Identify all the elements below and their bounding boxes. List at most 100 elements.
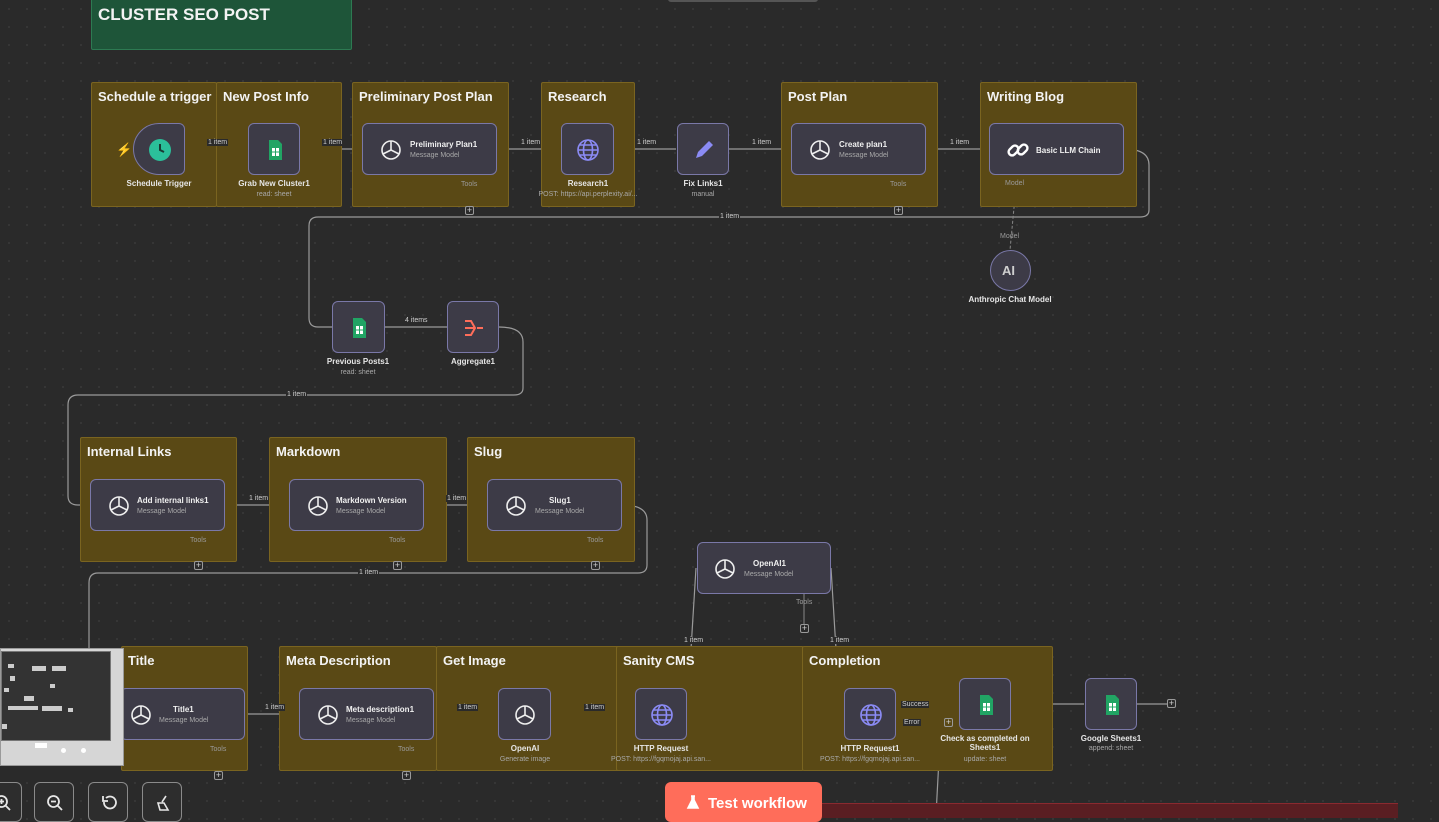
model-label: Model <box>1000 233 1020 240</box>
connection-label: 1 item <box>719 213 741 220</box>
add-node-button[interactable]: + <box>944 717 953 727</box>
check-completed-node[interactable] <box>959 678 1011 730</box>
zoom-out-button[interactable] <box>34 782 74 822</box>
openai-icon <box>515 705 535 725</box>
node-title: Basic LLM Chain <box>1036 146 1101 155</box>
openai-generate-image-node[interactable] <box>498 688 551 740</box>
openai1-node[interactable]: OpenAI1 Message Model <box>697 542 831 594</box>
title1-node[interactable]: Title1 Message Model <box>120 688 245 740</box>
node-title: Create plan1 <box>839 140 888 149</box>
link-icon <box>1007 143 1029 157</box>
fix-links-node[interactable] <box>677 123 729 175</box>
openai-icon <box>318 705 338 725</box>
grab-cluster-node[interactable] <box>248 123 300 175</box>
schedule-trigger-node[interactable] <box>133 123 185 175</box>
meta-description-node[interactable]: Meta description1 Message Model <box>299 688 434 740</box>
flask-icon <box>686 795 700 809</box>
openai-icon <box>109 496 129 516</box>
sheets-icon <box>269 140 282 160</box>
minimap-node <box>42 706 62 711</box>
add-tool-button[interactable]: + <box>402 770 411 780</box>
previous-posts-node[interactable] <box>332 301 385 353</box>
connection-label: 1 item <box>207 139 229 146</box>
node-title: Research1 <box>567 179 609 188</box>
node-subtitle: Message Model <box>346 717 396 724</box>
test-workflow-button[interactable]: Test workflow <box>665 782 822 822</box>
minimap-node <box>68 708 73 712</box>
node-subtitle: manual <box>691 191 715 198</box>
sticky-cluster-seo-post[interactable]: CLUSTER SEO POST <box>91 0 352 50</box>
markdown-version-node[interactable]: Markdown Version Message Model <box>289 479 424 531</box>
minimap-viewport[interactable] <box>1 651 111 741</box>
node-title: Aggregate1 <box>450 357 495 366</box>
add-tool-button[interactable]: + <box>393 560 402 570</box>
sticky-completion[interactable]: Completion <box>802 646 1053 771</box>
top-handle[interactable] <box>668 0 818 2</box>
google-sheets1-node[interactable] <box>1085 678 1137 730</box>
test-workflow-label: Test workflow <box>708 795 807 812</box>
connection-label: 1 item <box>751 139 773 146</box>
tidy-up-button[interactable] <box>142 782 182 822</box>
zoom-in-button[interactable] <box>0 782 22 822</box>
aggregate-node[interactable] <box>447 301 499 353</box>
minimap-node <box>50 684 55 688</box>
openai-icon <box>810 140 830 160</box>
tools-label: Tools <box>398 746 415 753</box>
tools-label: Tools <box>461 181 478 188</box>
openai-icon <box>308 496 328 516</box>
add-tool-button[interactable]: + <box>894 205 903 215</box>
node-subtitle: POST: https://fgqmojaj.api.san... <box>611 756 711 763</box>
http-request1-node[interactable] <box>844 688 896 740</box>
minimap[interactable] <box>0 648 124 766</box>
add-tool-button[interactable]: + <box>194 560 203 570</box>
add-tool-button[interactable]: + <box>214 770 223 780</box>
sticky-title: Research <box>548 89 607 104</box>
node-title: HTTP Request <box>633 744 689 753</box>
sticky-title: New Post Info <box>223 89 309 104</box>
node-title: Slug1 <box>549 496 571 505</box>
minimap-node <box>2 724 7 729</box>
add-tool-button[interactable]: + <box>465 205 474 215</box>
tools-label: Tools <box>587 537 604 544</box>
add-internal-links-node[interactable]: Add internal links1 Message Model <box>90 479 225 531</box>
node-subtitle: Generate image <box>499 756 551 763</box>
connection-label: 1 item <box>520 139 542 146</box>
node-title: OpenAI <box>510 744 540 753</box>
sticky-title: Slug <box>474 444 503 459</box>
slug-node[interactable]: Slug1 Message Model <box>487 479 622 531</box>
create-plan-node[interactable]: Create plan1 Message Model <box>791 123 926 175</box>
node-subtitle: Message Model <box>744 571 794 578</box>
node-title: Check as completed on Sheets1 <box>940 734 1030 752</box>
connection-label: 1 item <box>248 495 270 502</box>
node-title: Anthropic Chat Model <box>968 295 1052 304</box>
globe-icon <box>651 704 673 726</box>
http-request-node[interactable] <box>635 688 687 740</box>
sheets-icon <box>353 318 366 338</box>
node-subtitle: append: sheet <box>1088 745 1134 752</box>
zoom-in-icon <box>0 795 11 811</box>
sticky-title: Writing Blog <box>987 89 1065 104</box>
sticky-title: Preliminary Post Plan <box>359 89 493 104</box>
tools-label: Tools <box>210 746 227 753</box>
anthropic-chat-model-node[interactable]: AI <box>990 250 1031 291</box>
preliminary-plan-node[interactable]: Preliminary Plan1 Message Model <box>362 123 497 175</box>
tools-label: Tools <box>190 537 207 544</box>
reset-zoom-button[interactable] <box>88 782 128 822</box>
globe-icon <box>577 139 599 161</box>
node-title: Title1 <box>173 705 194 714</box>
basic-llm-chain-node[interactable]: Basic LLM Chain <box>989 123 1124 175</box>
add-tool-button[interactable]: + <box>800 623 809 633</box>
minimap-node <box>81 748 86 753</box>
lightning-icon: ⚡ <box>116 142 133 157</box>
anthropic-icon: AI <box>1002 263 1015 278</box>
research-node[interactable] <box>561 123 614 175</box>
sticky-title: Sanity CMS <box>623 653 695 668</box>
add-node-button[interactable]: + <box>1167 698 1176 708</box>
minimap-node <box>32 666 46 671</box>
tools-label: Tools <box>796 599 813 606</box>
node-title: Markdown Version <box>336 496 407 505</box>
node-subtitle: Message Model <box>159 717 209 724</box>
add-tool-button[interactable]: + <box>591 560 600 570</box>
connection-label: 1 item <box>829 637 851 644</box>
